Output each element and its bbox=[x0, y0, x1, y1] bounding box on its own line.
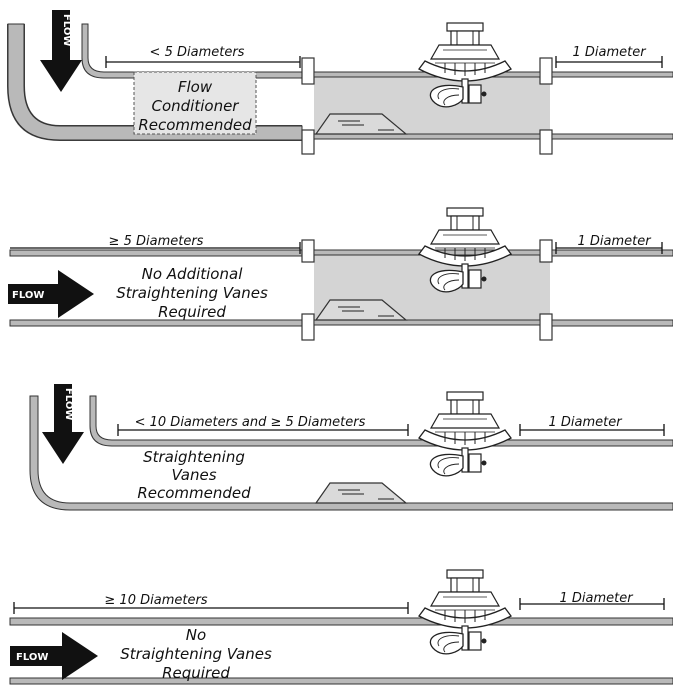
flow-label: FLOW bbox=[12, 290, 44, 301]
panel-1: FLOW < 5 Diameters 1 Diameter Flow Condi… bbox=[7, 10, 673, 155]
flow-meter-icon bbox=[418, 569, 512, 655]
downstream-distance-label: 1 Diameter bbox=[559, 591, 634, 606]
upstream-distance-label: ≥ 5 Diameters bbox=[109, 234, 204, 249]
downstream-distance-label: 1 Diameter bbox=[548, 415, 623, 430]
flow-label: FLOW bbox=[61, 14, 72, 46]
flow-arrow-icon bbox=[10, 632, 98, 680]
note-line-1: No bbox=[186, 626, 206, 644]
flow-meter-icon bbox=[418, 391, 512, 477]
flow-arrow-icon bbox=[42, 384, 84, 464]
upstream-distance-label: < 10 Diameters and ≥ 5 Diameters bbox=[135, 415, 366, 430]
downstream-distance-label: 1 Diameter bbox=[572, 45, 647, 60]
flow-label: FLOW bbox=[63, 388, 74, 420]
downstream-distance-label: 1 Diameter bbox=[577, 234, 652, 249]
note-line-2: Vanes bbox=[171, 466, 216, 484]
upstream-distance-label: < 5 Diameters bbox=[150, 45, 245, 60]
note-line-2: Straightening Vanes bbox=[120, 645, 272, 663]
panel-2: FLOW ≥ 5 Diameters 1 Diameter No Additio… bbox=[8, 207, 673, 341]
note-line-3: Recommended bbox=[137, 484, 251, 502]
upstream-distance-label: ≥ 10 Diameters bbox=[104, 593, 207, 608]
note-line-3: Required bbox=[158, 303, 226, 321]
straightening-vanes-icon bbox=[315, 482, 407, 504]
note-line-3: Required bbox=[162, 664, 230, 682]
panel-3: FLOW < 10 Diameters and ≥ 5 Diameters 1 … bbox=[29, 384, 673, 511]
panel-4: FLOW ≥ 10 Diameters 1 Diameter No Straig… bbox=[9, 569, 673, 685]
note-line-1: Flow bbox=[178, 78, 213, 96]
note-line-2: Conditioner bbox=[152, 97, 240, 115]
note-line-1: No Additional bbox=[142, 265, 244, 283]
flow-arrow-icon bbox=[8, 270, 94, 318]
flow-conditioner-box bbox=[133, 71, 257, 135]
flow-arrow-icon bbox=[40, 10, 82, 92]
note-line-2: Straightening Vanes bbox=[116, 284, 268, 302]
flow-label: FLOW bbox=[16, 652, 48, 663]
note-line-3: Recommended bbox=[138, 116, 252, 134]
note-line-1: Straightening bbox=[143, 448, 245, 466]
